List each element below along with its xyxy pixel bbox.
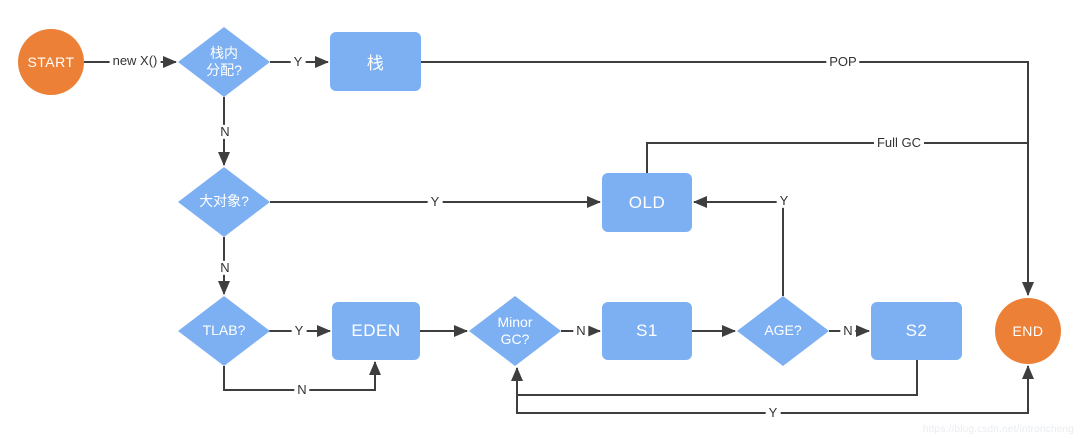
watermark-url: https://blog.csdn.net/introncheng xyxy=(922,424,1074,435)
node-survivor-1: S1 xyxy=(602,302,692,360)
node-old-gen-label: OLD xyxy=(628,192,666,212)
edge-label-bigobject-yes: Y xyxy=(427,194,443,210)
node-eden-label: EDEN xyxy=(351,321,401,340)
edge-s2-loop-to-minorgc xyxy=(511,360,918,396)
node-start-label: START xyxy=(27,54,75,70)
node-stack: 栈 xyxy=(330,32,421,91)
edge-old-fullgc-to-end xyxy=(646,142,1027,173)
edge-label-full-gc: Full GC xyxy=(873,135,925,151)
node-survivor-2-label: S2 xyxy=(905,321,928,340)
edge-label-new-x: new X() xyxy=(109,53,161,69)
node-end: END xyxy=(995,298,1061,364)
node-end-label: END xyxy=(1012,323,1044,339)
edge-age-yes-to-old xyxy=(693,196,784,296)
node-stack-allocation-label: 栈内 分配? xyxy=(206,44,242,79)
node-tlab-label: TLAB? xyxy=(202,322,246,339)
node-old-gen: OLD xyxy=(602,173,692,232)
edge-label-tlab-yes: Y xyxy=(291,323,307,339)
node-survivor-1-label: S1 xyxy=(636,321,658,340)
node-eden: EDEN xyxy=(332,302,420,360)
edge-label-minorgc-no: N xyxy=(573,323,589,339)
node-minor-gc-label: Minor GC? xyxy=(497,313,533,348)
edge-label-stackalloc-no: N xyxy=(217,124,233,140)
node-big-object-label: 大对象? xyxy=(199,193,249,210)
edge-label-tlab-no: N xyxy=(294,382,310,398)
edge-label-bigobject-no: N xyxy=(217,260,233,276)
edge-label-minorgc-yes: Y xyxy=(765,405,781,421)
edge-label-age-yes: Y xyxy=(776,193,792,209)
edge-stack-pop-to-end xyxy=(421,61,1034,296)
edge-label-age-no: N xyxy=(840,323,856,339)
edge-label-pop: POP xyxy=(826,54,860,70)
node-age-label: AGE? xyxy=(764,322,802,339)
edge-label-stackalloc-yes: Y xyxy=(290,54,306,70)
node-start: START xyxy=(18,29,84,95)
node-stack-label: 栈 xyxy=(366,54,385,73)
node-survivor-2: S2 xyxy=(871,302,962,360)
